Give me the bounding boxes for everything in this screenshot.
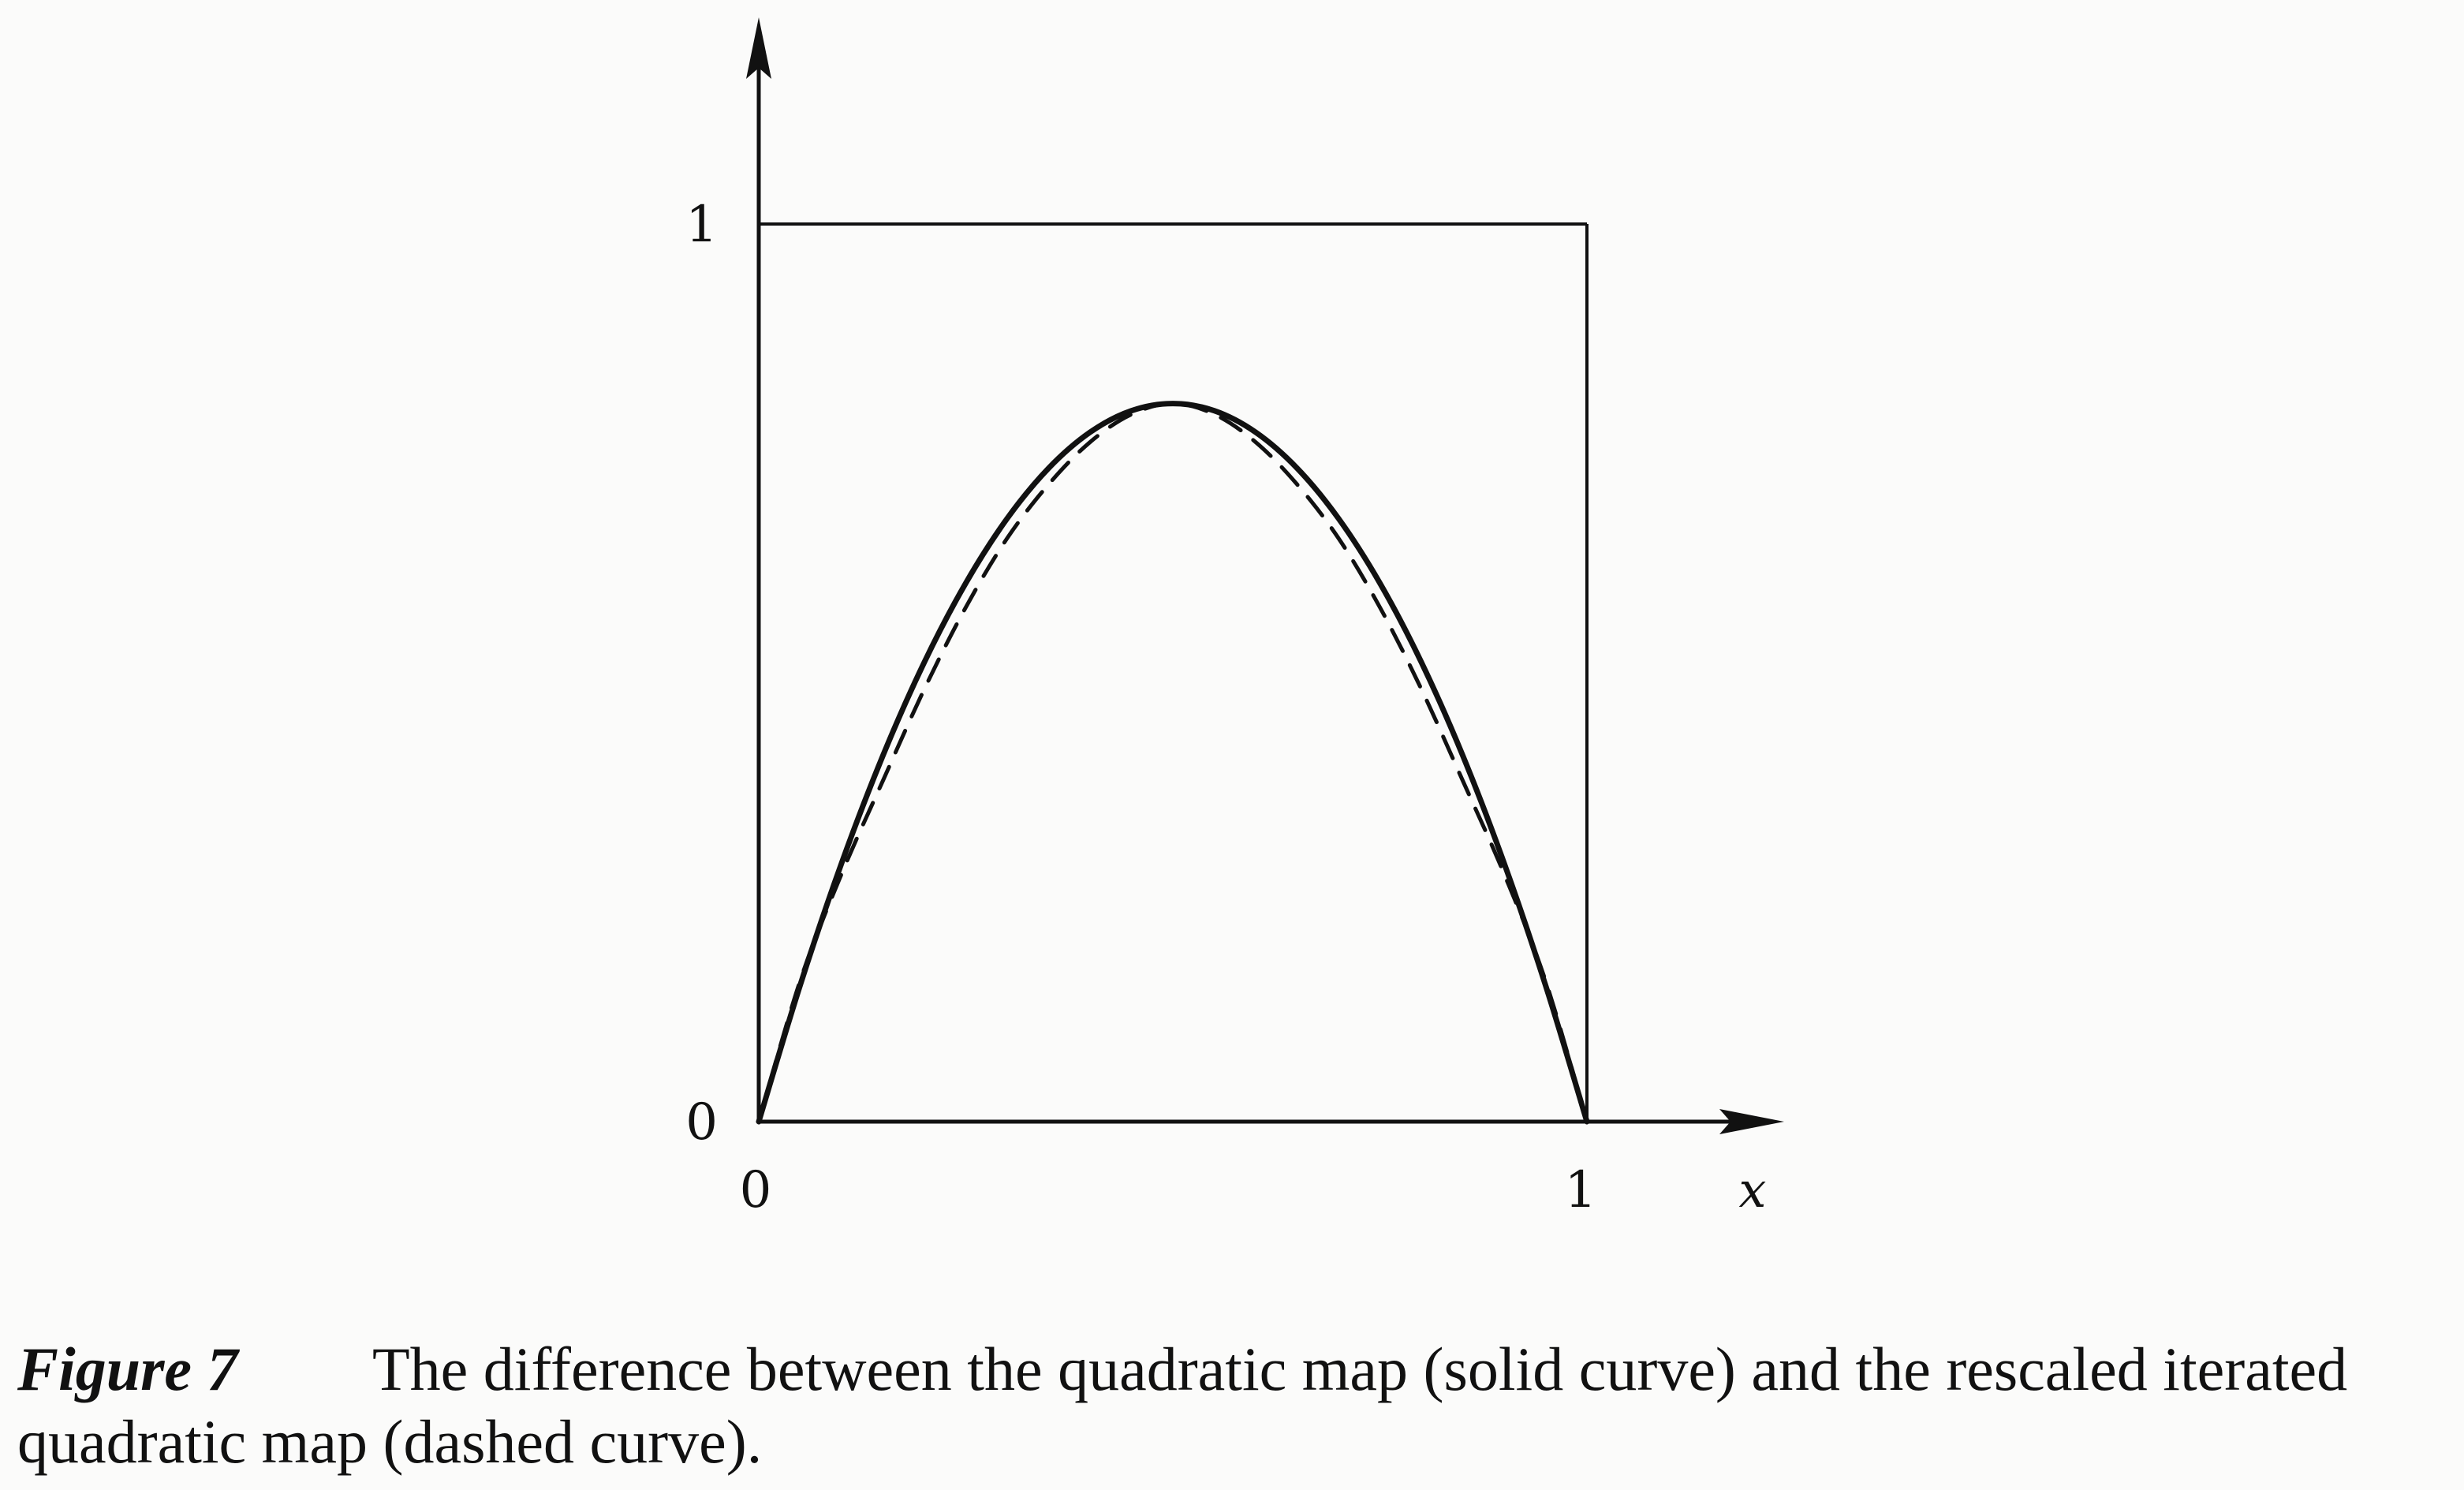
x-tick-label-1: 1: [1565, 1161, 1597, 1219]
series-layer: [756, 401, 1590, 1125]
solid-curve-quadratic-map: [756, 401, 1590, 1125]
y-axis-arrow-icon: [746, 17, 771, 79]
caption-text: The difference between the quadratic map…: [17, 1335, 2348, 1476]
x-tick-label-0: 0: [740, 1161, 772, 1219]
dashed-curve-iterated-map: [756, 401, 1589, 1124]
y-tick-label-1: 1: [685, 196, 718, 254]
x-axis-arrow-icon: [1719, 1109, 1784, 1134]
x-axis-label: x: [1739, 1161, 1767, 1219]
caption-label: Figure 7: [17, 1335, 238, 1403]
y-tick-label-0: 0: [685, 1093, 718, 1152]
